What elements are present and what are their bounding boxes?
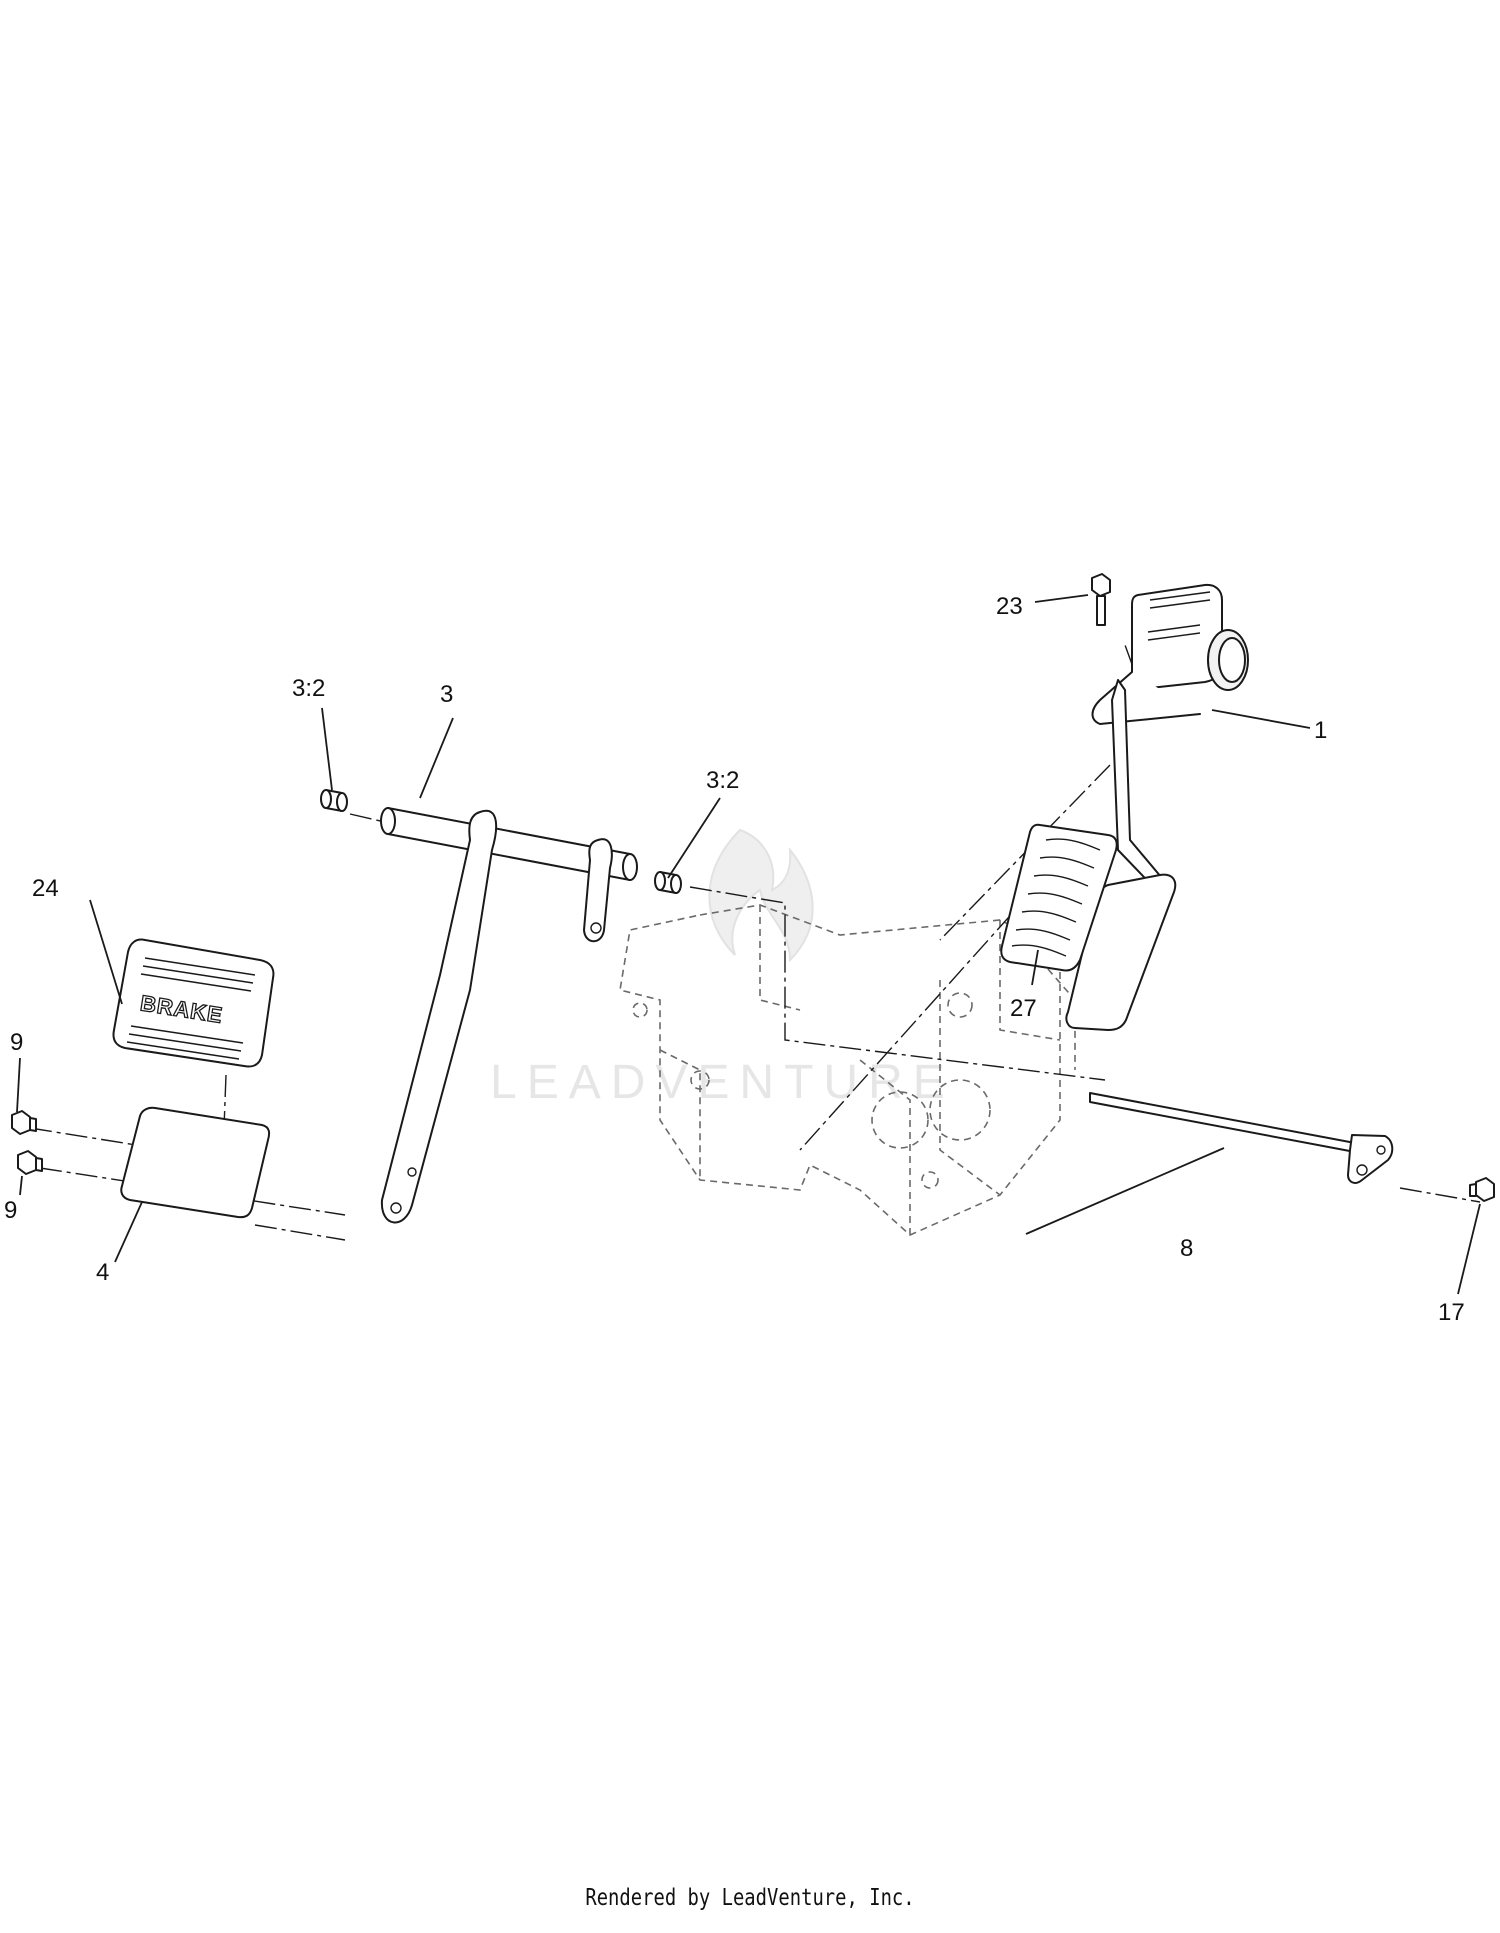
pivot-rod-part xyxy=(1089,1092,1394,1184)
watermark-logo-icon xyxy=(708,828,814,963)
nut-part xyxy=(1469,1177,1495,1202)
callout-3: 3 xyxy=(440,681,453,708)
brake-pedal-plate-part: BRAKE xyxy=(112,938,275,1068)
bushing-right-part xyxy=(654,871,682,894)
callout-1: 1 xyxy=(1314,717,1327,744)
callout-23: 23 xyxy=(996,593,1023,620)
brake-pedal-pad-part xyxy=(120,1106,271,1219)
callout-9-lower: 9 xyxy=(4,1197,17,1224)
footer-credit: Rendered by LeadVenture, Inc. xyxy=(585,1885,915,1911)
callout-27: 27 xyxy=(1010,995,1037,1022)
bolt-upper-part xyxy=(11,1110,37,1135)
callout-3-2-left: 3:2 xyxy=(292,675,325,702)
watermark: LEADVENTURE xyxy=(490,828,955,1109)
leader-lines xyxy=(16,594,1481,1295)
callout-9-upper: 9 xyxy=(10,1029,23,1056)
callout-17: 17 xyxy=(1438,1299,1465,1326)
callout-3-2-right: 3:2 xyxy=(706,767,739,794)
accelerator-pedal-part xyxy=(1065,583,1249,1031)
bushing-left-part xyxy=(320,789,348,812)
callouts: 1 3 3:2 3:2 4 8 9 9 17 23 24 27 xyxy=(4,593,1465,1326)
callout-4: 4 xyxy=(96,1259,109,1286)
bolt-lower-part xyxy=(17,1150,43,1175)
bolt-top-part xyxy=(1091,573,1111,626)
assembly-lines xyxy=(29,644,1481,1241)
accelerator-pad-part xyxy=(1000,823,1118,972)
callout-8: 8 xyxy=(1180,1235,1193,1262)
watermark-text: LEADVENTURE xyxy=(490,1056,955,1109)
brake-pedal-shaft-part xyxy=(380,807,638,1224)
callout-24: 24 xyxy=(32,875,59,902)
frame-bracket xyxy=(619,904,1076,1236)
